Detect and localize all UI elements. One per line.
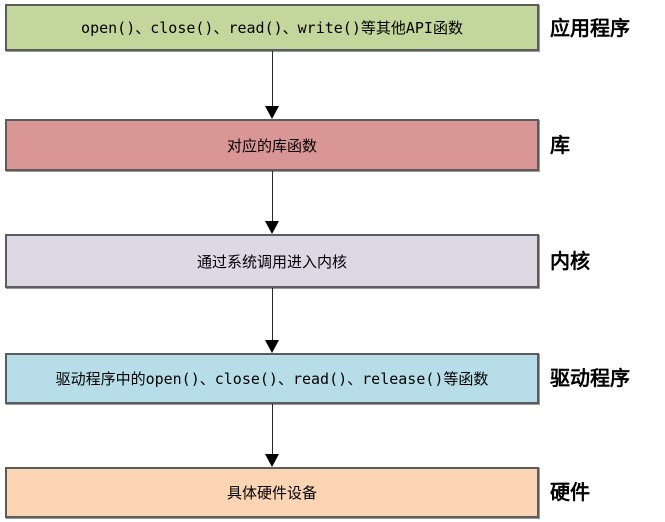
down-arrow-4 (265, 404, 280, 467)
layer-label-driver: 驱动程序 (550, 366, 630, 390)
arrow-line (272, 51, 273, 107)
down-arrow-2 (265, 171, 280, 234)
arrowhead-down-icon (265, 221, 279, 234)
arrow-line (272, 171, 273, 222)
layer-label-kernel: 内核 (550, 249, 590, 273)
layer-label-hardware: 硬件 (550, 480, 590, 504)
arrow-line (272, 404, 273, 455)
arrow-line (272, 288, 273, 341)
layer-label-library: 库 (550, 133, 570, 157)
layer-box-hardware: 具体硬件设备 (5, 467, 539, 518)
layer-box-hardware-text: 具体硬件设备 (226, 484, 317, 502)
layer-box-driver: 驱动程序中的open()、close()、read()、release()等函数 (5, 353, 539, 404)
arrowhead-down-icon (265, 106, 279, 119)
arrowhead-down-icon (265, 340, 279, 353)
arrowhead-down-icon (265, 454, 279, 467)
layer-box-application: open()、close()、read()、write()等其他API函数 (5, 4, 539, 51)
down-arrow-1 (265, 51, 280, 119)
layer-box-kernel: 通过系统调用进入内核 (5, 234, 539, 288)
layer-box-library: 对应的库函数 (5, 119, 539, 171)
layer-box-kernel-text: 通过系统调用进入内核 (196, 252, 347, 271)
layer-box-library-text: 对应的库函数 (226, 136, 317, 155)
layer-box-application-text: open()、close()、read()、write()等其他API函数 (81, 19, 463, 37)
layer-label-application: 应用程序 (550, 16, 630, 40)
layer-box-driver-text: 驱动程序中的open()、close()、read()、release()等函数 (55, 370, 489, 388)
down-arrow-3 (265, 288, 280, 353)
